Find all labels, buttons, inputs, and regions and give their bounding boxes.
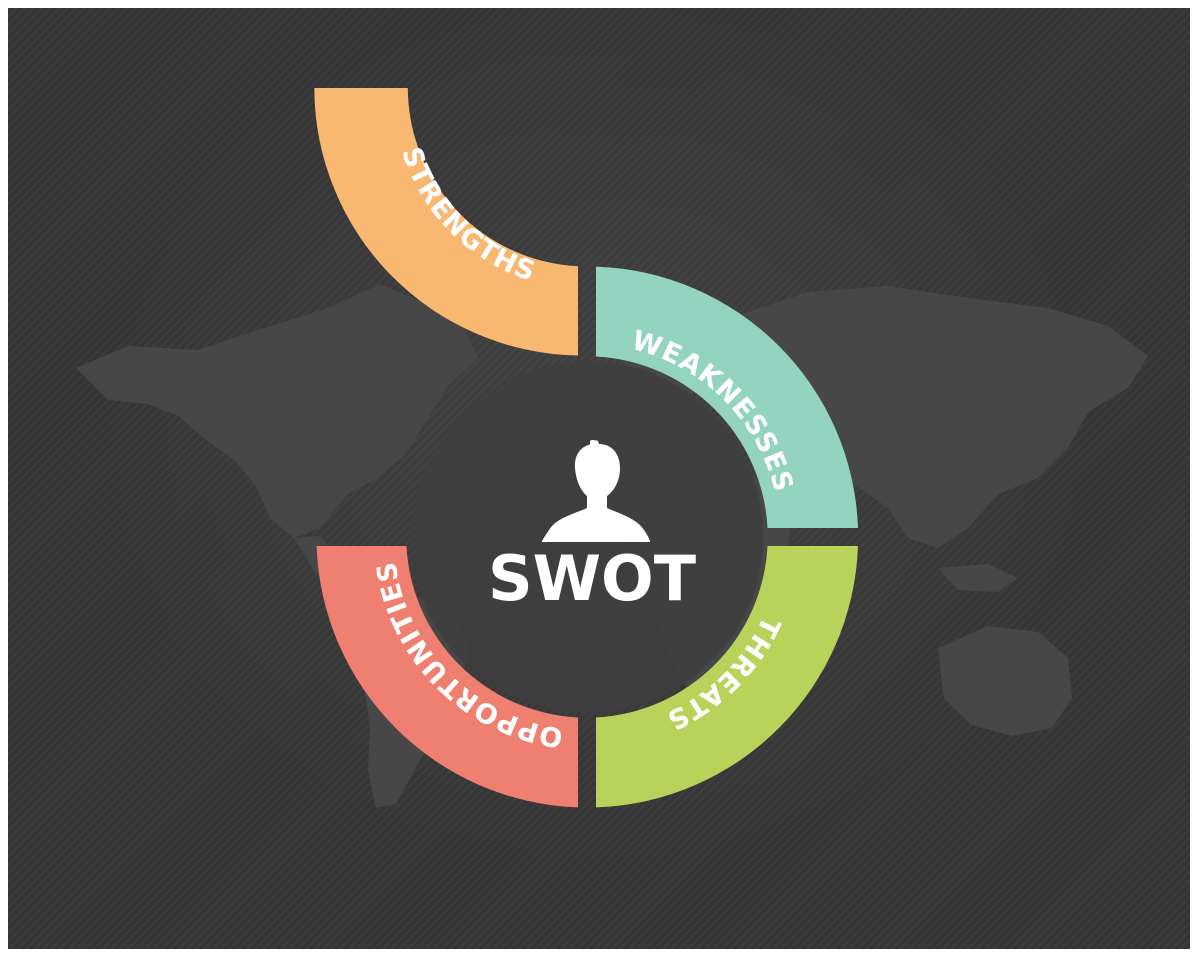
australia-shape bbox=[938, 626, 1072, 736]
indonesia-shape bbox=[938, 564, 1018, 592]
swot-slide: STRENGTHS WEAKNESSES THREATS OPPORTUNITI… bbox=[8, 8, 1190, 949]
threats-segment[interactable] bbox=[596, 546, 858, 808]
swot-diagram: STRENGTHS WEAKNESSES THREATS OPPORTUNITI… bbox=[76, 88, 1148, 808]
opportunities-segment[interactable] bbox=[316, 546, 578, 808]
person-silhouette-icon bbox=[542, 440, 650, 542]
strengths-segment[interactable] bbox=[314, 88, 578, 356]
swot-title: SWOT bbox=[488, 542, 696, 615]
asia-shape bbox=[730, 286, 1148, 548]
weaknesses-segment[interactable] bbox=[596, 266, 858, 528]
north-america-shape bbox=[76, 284, 478, 538]
